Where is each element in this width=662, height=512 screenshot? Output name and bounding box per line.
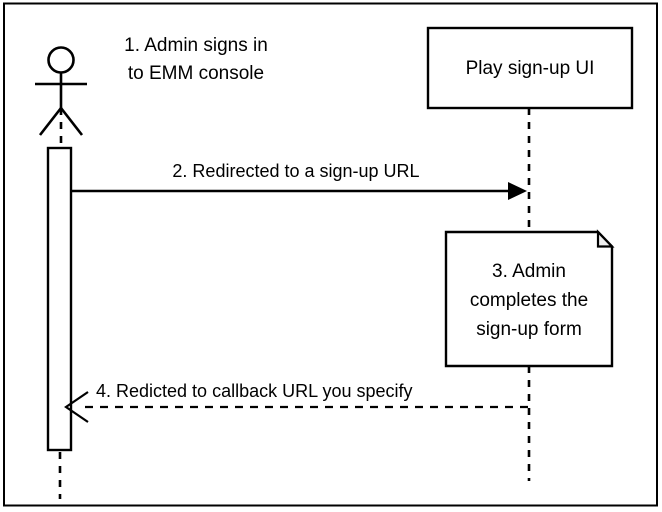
message-4[interactable]: 4. Redicted to callback URL you specify xyxy=(64,381,528,423)
actor-left-leg-icon xyxy=(38,107,63,136)
step1-label-line1: 1. Admin signs in xyxy=(124,35,268,56)
message-2-label: 2. Redirected to a sign-up URL xyxy=(172,161,419,181)
message-2-arrowhead-icon xyxy=(508,182,527,200)
note-3-body xyxy=(444,230,614,368)
actor-right-leg-icon xyxy=(59,107,84,136)
actor-head-icon xyxy=(47,46,75,74)
note-3[interactable]: 3. Admin completes the sign-up form xyxy=(444,229,615,368)
message-2[interactable]: 2. Redirected to a sign-up URL xyxy=(71,161,527,200)
message-4-label: 4. Redicted to callback URL you specify xyxy=(96,381,413,401)
message-4-arrowhead-icon xyxy=(64,391,89,423)
diagram-frame-border xyxy=(3,2,658,507)
note-3-fold-corner-icon xyxy=(596,229,615,248)
participant-box-play-signup-ui[interactable] xyxy=(426,26,634,110)
note-3-line3: sign-up form xyxy=(476,319,582,340)
note-3-line2: completes the xyxy=(470,290,588,311)
participant-label-play-signup-ui: Play sign-up UI xyxy=(466,58,595,79)
step1-label-line2: to EMM console xyxy=(128,63,264,84)
actor-admin[interactable] xyxy=(35,46,87,136)
note-3-line1: 3. Admin xyxy=(492,261,566,282)
actor-activation-bar xyxy=(46,146,73,452)
